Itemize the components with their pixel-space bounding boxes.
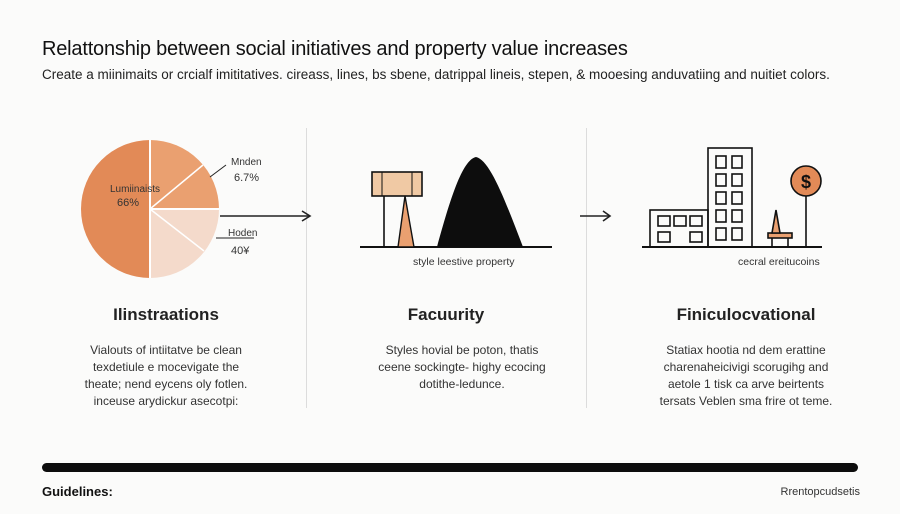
pie-label-lower-name: Hoden — [228, 228, 258, 239]
footer-right-label: Rrentopcudsetis — [780, 486, 861, 498]
body-line: texdetiule e mocevigate the — [92, 360, 240, 374]
pie-separator-diagonal — [149, 164, 204, 210]
body-line: tersats Veblen sma frire ot teme. — [659, 394, 833, 408]
column-divider-right — [586, 128, 587, 408]
page-subtitle: Create a miinimaits or crcialf imititati… — [42, 67, 830, 82]
dollar-icon: $ — [801, 172, 811, 192]
buildings-icon — [642, 147, 822, 248]
body-line: dotithe-ledunce. — [419, 377, 505, 391]
column-body-middle: Styles hovial be poton, thatis ceene soc… — [332, 342, 592, 393]
sign-and-mountain-icon — [360, 157, 552, 248]
column-body-left: Vialouts of intiitatve be clean texdetiu… — [36, 342, 296, 410]
page-title: Relattonship between social initiatives … — [42, 38, 628, 60]
pie-label-lower-value: 40¥ — [231, 245, 250, 257]
body-line: Vialouts of intiitatve be clean — [90, 343, 242, 357]
body-line: inceuse arydickur asecotpi: — [93, 394, 239, 408]
arrow-right-icon — [220, 210, 312, 222]
guidelines-label: Guidelines: — [42, 484, 113, 499]
column-heading-finiculocvational: Finiculocvational — [676, 305, 816, 324]
pie-slice-upper — [150, 140, 219, 209]
body-line: theate; nend eycens oly fotlen. — [84, 377, 248, 391]
pie-separator-lower — [149, 208, 205, 252]
column-heading-facuurity: Facuurity — [407, 305, 485, 324]
arrow-right-icon-2 — [580, 210, 612, 222]
column-heading-illustrations: Ilinstraations — [113, 305, 219, 324]
column-divider-left — [306, 128, 307, 408]
pie-slice-lower — [150, 209, 219, 278]
middle-caption: style leestive property — [413, 256, 515, 268]
pie-slice-large — [81, 140, 150, 278]
pie-label-large-value: 66% — [117, 197, 140, 209]
pie-label-large-name: Lumiinaists — [110, 184, 161, 195]
pie-chart — [81, 140, 254, 278]
pie-label-upper-name: Mnden — [231, 157, 262, 168]
column-body-right: Statiax hootia nd dem erattine charenahe… — [616, 342, 876, 410]
callout-line-upper — [209, 164, 227, 178]
right-caption: cecral ereitucoins — [738, 256, 820, 268]
body-line: Statiax hootia nd dem erattine — [666, 343, 826, 357]
footer-bar — [42, 463, 858, 472]
body-line: Styles hovial be poton, thatis — [385, 343, 539, 357]
body-line: charenaheicivigi scorugihg and — [663, 360, 829, 374]
body-line: aetole 1 tisk ca arve beirtents — [667, 377, 825, 391]
pie-label-upper-value: 6.7% — [234, 172, 260, 184]
body-line: ceene sockingte- highy ecocing — [378, 360, 546, 374]
